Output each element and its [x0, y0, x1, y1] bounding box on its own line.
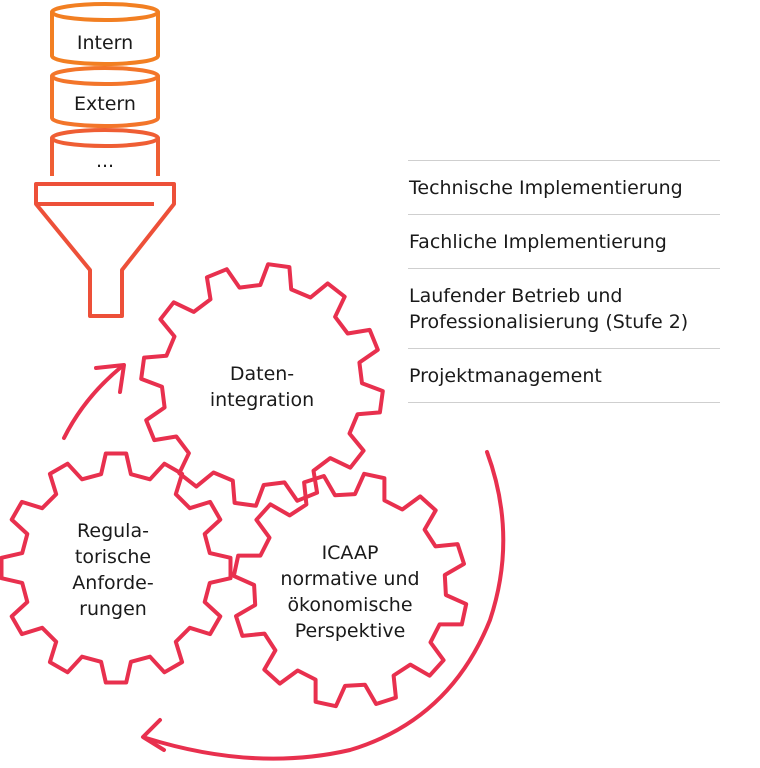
list-item-fachliche-implementierung: Fachliche Implementierung — [408, 215, 720, 269]
gear-daten-label-line1: Daten- — [230, 363, 294, 385]
database-more — [50, 128, 160, 176]
gear-regul-outline — [0, 451, 233, 685]
gear-icaap-outline — [231, 471, 469, 709]
gear-datenintegration — [139, 262, 385, 508]
gear-icaap-label-line2: normative und — [280, 568, 419, 590]
database-intern — [50, 2, 160, 66]
gear-daten-label-line2: integration — [210, 389, 314, 411]
gear-regul-label-line4: rungen — [79, 598, 147, 620]
source-more-label: ... — [96, 150, 114, 172]
funnel-icon — [34, 182, 176, 318]
gear-daten-outline — [139, 262, 385, 508]
database-extern — [50, 66, 160, 128]
source-intern-label: Intern — [77, 32, 133, 54]
gear-icaap-label-line1: ICAAP — [322, 542, 379, 564]
gear-regul-label-line3: Anforde- — [72, 572, 153, 594]
gear-icaap — [231, 471, 469, 709]
cycle-arrow-left — [62, 363, 126, 440]
gear-icaap-label-line4: Perspektive — [295, 620, 406, 642]
source-extern-label: Extern — [74, 93, 136, 115]
list-item-laufender-betrieb: Laufender Betrieb und Professionalisieru… — [408, 269, 720, 349]
cycle-arrow-right — [141, 450, 506, 761]
list-item-technische-implementierung: Technische Implementierung — [408, 161, 720, 215]
gear-regulatorische-anforderungen — [0, 451, 233, 685]
gear-icaap-label-line3: ökonomische — [287, 594, 412, 616]
gear-regul-label-line2: torische — [75, 546, 151, 568]
list-item-projektmanagement: Projektmanagement — [408, 349, 720, 403]
workstream-list: Technische Implementierung Fachliche Imp… — [408, 160, 720, 403]
gear-regul-label-line1: Regula- — [77, 520, 149, 542]
